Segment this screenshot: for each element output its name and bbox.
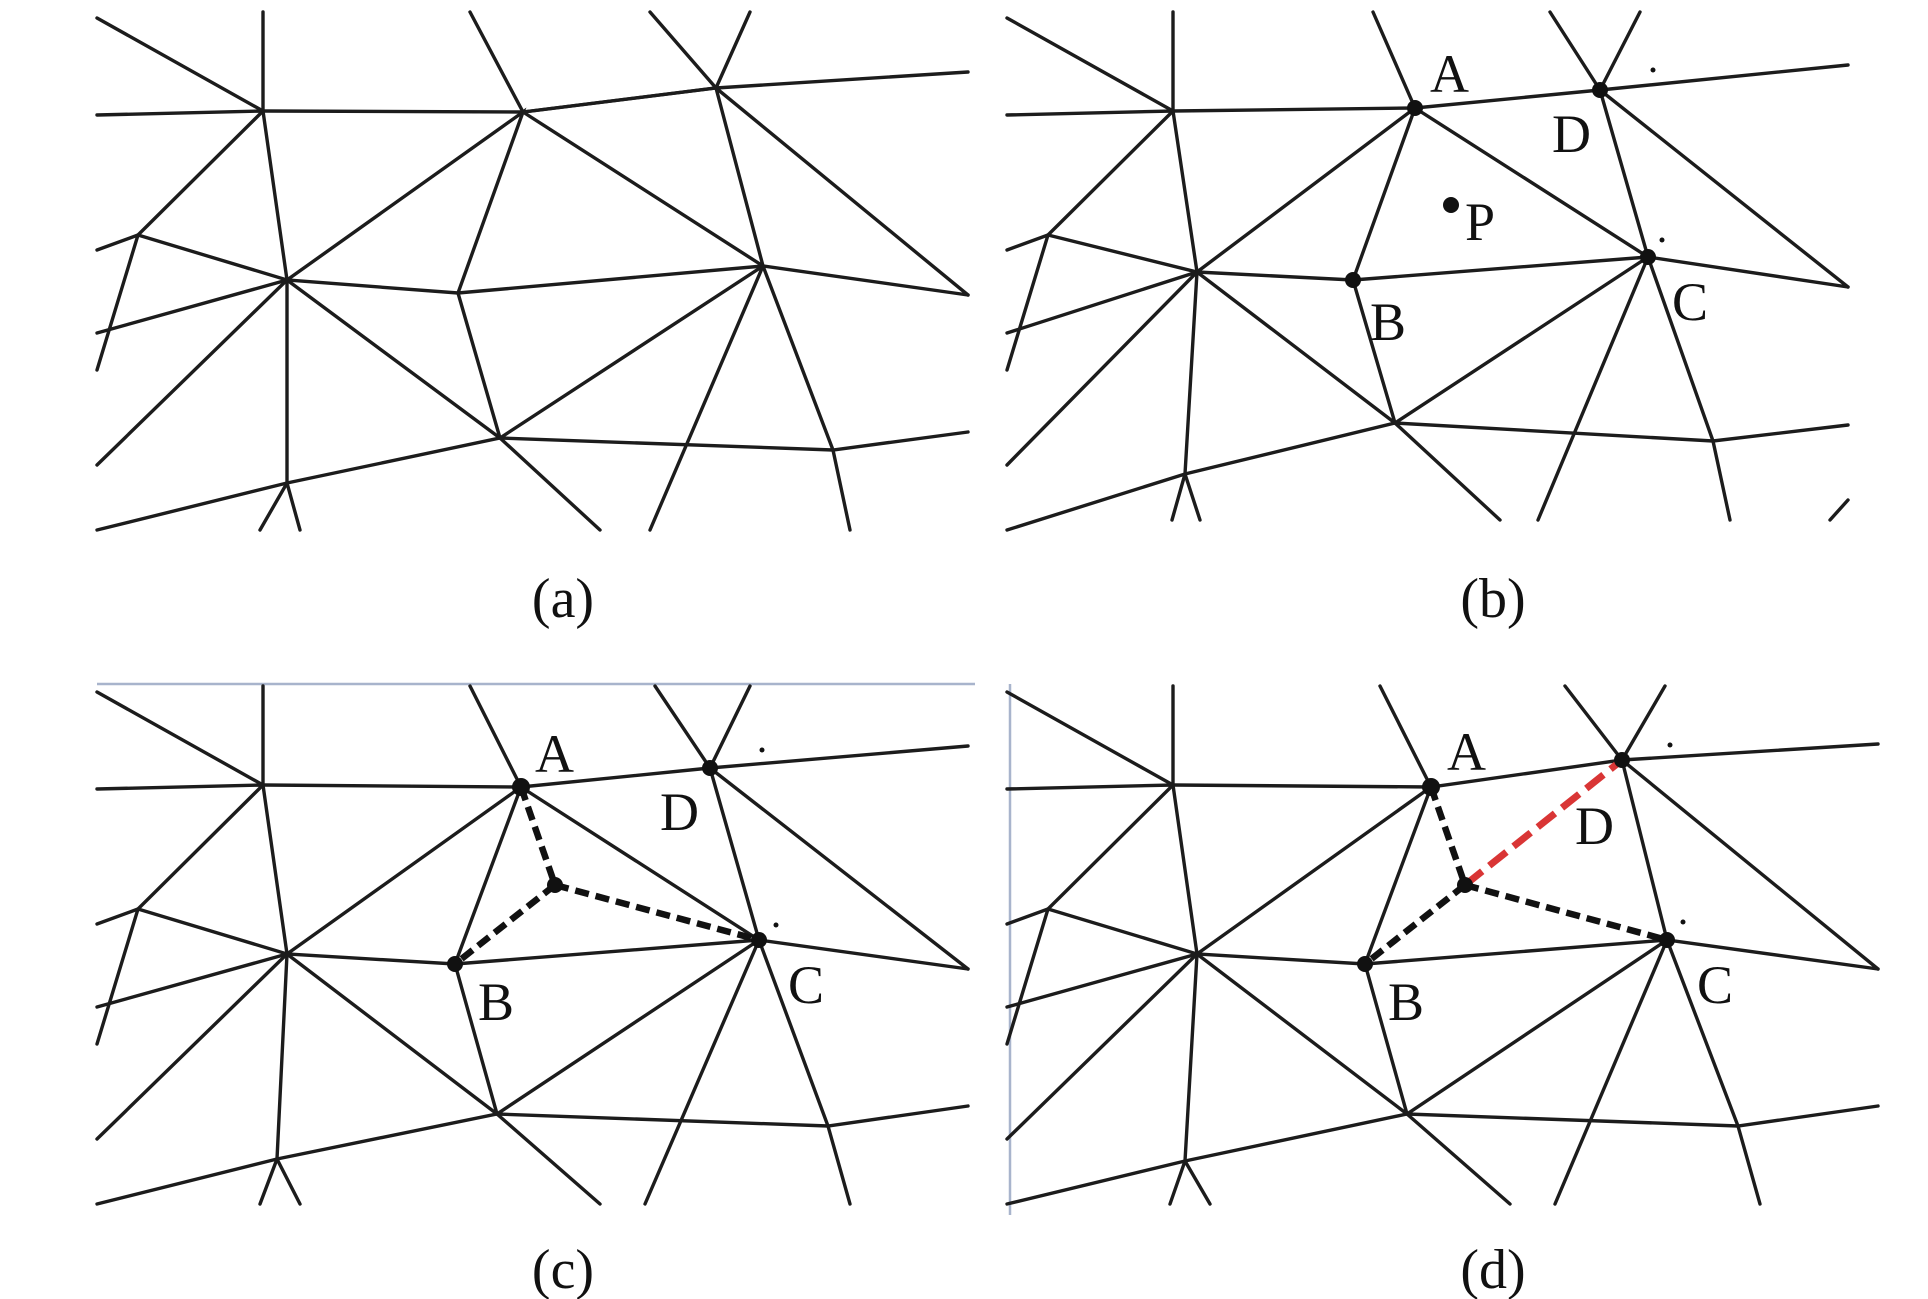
panel-c: A D B C (c)	[95, 682, 975, 1299]
stray-dot	[1680, 919, 1686, 925]
mesh-edges	[95, 10, 970, 532]
vertex-d	[1592, 82, 1608, 98]
vertex-a	[1407, 100, 1423, 116]
vertex-label-a: A	[1430, 44, 1469, 104]
highlighted-vertices	[1357, 742, 1686, 972]
vertex-c	[751, 932, 767, 948]
panel-d: A D B C (d)	[1005, 684, 1880, 1299]
vertex-a	[1422, 778, 1440, 796]
mesh-edges	[1005, 684, 1880, 1206]
stray-dot	[1667, 742, 1673, 748]
insert-point-p	[547, 877, 563, 893]
vertex-label-b: B	[1388, 972, 1424, 1032]
insert-point-p	[1443, 197, 1459, 213]
stray-dot	[1659, 237, 1665, 243]
stray-dot	[759, 747, 765, 753]
vertex-c	[1659, 932, 1675, 948]
vertex-a	[512, 778, 530, 796]
vertex-label-c: C	[1697, 955, 1733, 1015]
panel-caption: (a)	[532, 568, 594, 630]
vertex-label-c: C	[1672, 272, 1708, 332]
vertex-d	[1614, 752, 1630, 768]
new-point-connections	[452, 785, 760, 967]
vertex-label-a: A	[535, 724, 574, 784]
vertex-label-d: D	[1575, 796, 1614, 856]
panel-b: A D P B C (b)	[1005, 10, 1850, 630]
vertex-label-b: B	[478, 972, 514, 1032]
vertex-c	[1640, 249, 1656, 265]
vertex-label-a: A	[1447, 722, 1486, 782]
new-point-connections	[1362, 757, 1668, 967]
highlighted-vertices	[1345, 67, 1665, 288]
vertex-label-d: D	[1552, 104, 1591, 164]
panel-caption: (b)	[1460, 568, 1525, 630]
mesh-edges	[95, 684, 970, 1206]
mesh-edges	[1005, 10, 1850, 532]
vertex-b	[1357, 956, 1373, 972]
panel-a: (a)	[95, 10, 970, 630]
panel-caption: (d)	[1460, 1239, 1525, 1299]
vertex-b	[447, 956, 463, 972]
vertex-label-p: P	[1465, 192, 1495, 252]
vertex-label-c: C	[788, 955, 824, 1015]
vertex-d	[702, 760, 718, 776]
insert-point-p	[1457, 877, 1473, 893]
vertex-b	[1345, 272, 1361, 288]
flipped-edge-pd	[1462, 757, 1625, 888]
panel-caption: (c)	[532, 1239, 594, 1299]
vertex-label-d: D	[660, 782, 699, 842]
highlighted-vertices	[447, 747, 779, 972]
stray-dot	[773, 922, 779, 928]
vertex-label-b: B	[1370, 292, 1406, 352]
stray-dot	[1650, 67, 1656, 73]
